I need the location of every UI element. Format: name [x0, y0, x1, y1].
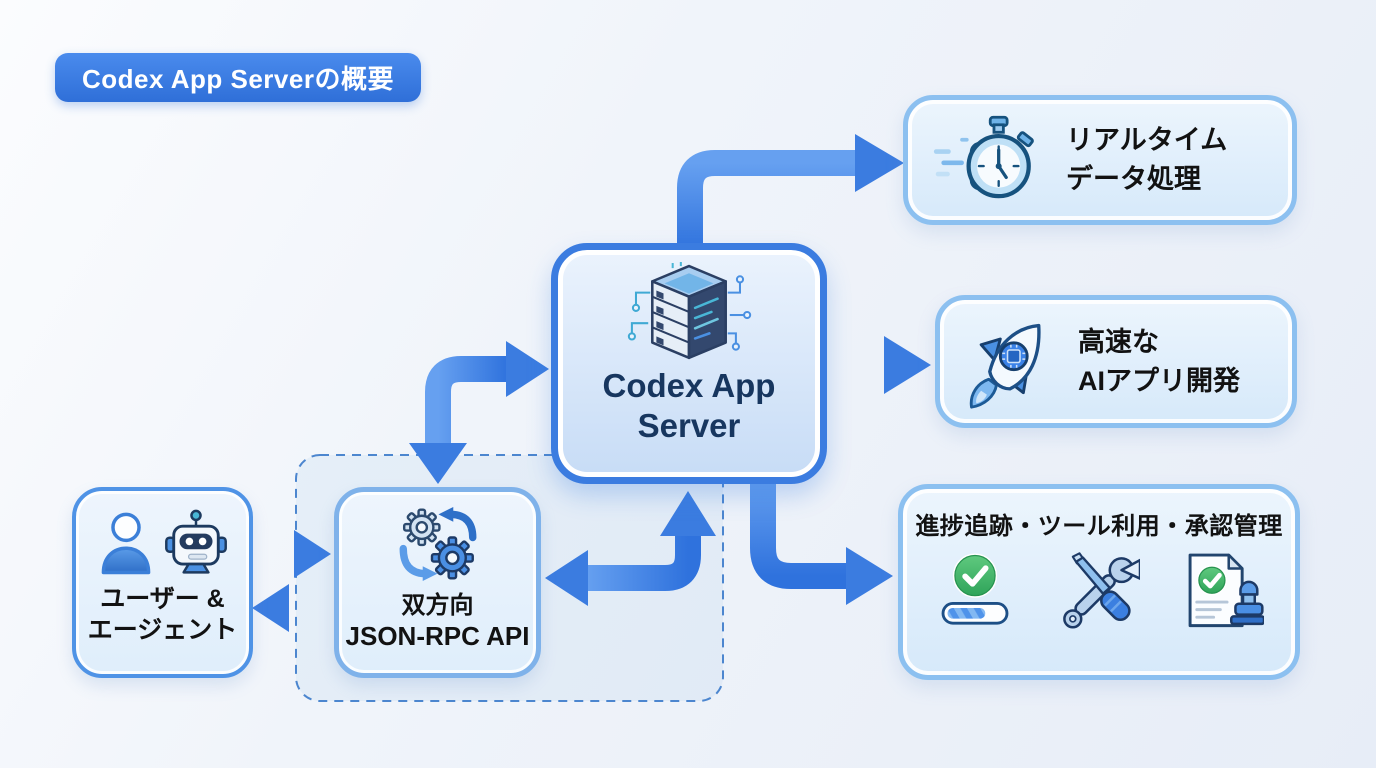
- arrow-server-to-fastdev: [822, 336, 931, 394]
- node-progress-tools-approval: 進捗追跡・ツール利用・承認管理: [898, 484, 1300, 680]
- diagram-title-badge: Codex App Serverの概要: [55, 53, 421, 102]
- arrow-jsonrpc-to-user: [252, 584, 334, 632]
- tools-icon: [1063, 552, 1140, 629]
- node-user-agent: ユーザー & エージェント: [72, 487, 253, 678]
- approval-stamp-icon: [1188, 553, 1264, 628]
- gears-sync-icon: [399, 506, 476, 582]
- robot-icon: [164, 509, 227, 574]
- node-fast-ai-dev: 高速な AIアプリ開発: [935, 295, 1297, 428]
- arrow-server-to-tracking: [750, 478, 893, 605]
- rocket-chip-icon: [969, 323, 1041, 409]
- realtime-label-line1: リアルタイム: [1066, 125, 1228, 155]
- fastdev-label-line1: 高速な: [1078, 326, 1159, 357]
- fastdev-label-line2: AIアプリ開発: [1078, 365, 1240, 396]
- node-jsonrpc-api: 双方向 JSON-RPC API: [334, 487, 541, 678]
- arrow-jsonrpc-server-left: [409, 341, 549, 484]
- user-label-line2: エージェント: [87, 616, 238, 644]
- node-codex-app-server: Codex App Server: [551, 243, 827, 484]
- server-label-line2: Server: [637, 407, 741, 444]
- progress-check-icon: [941, 553, 1009, 625]
- arrow-jsonrpc-server-right: [545, 491, 716, 606]
- realtime-label-line2: データ処理: [1066, 164, 1201, 194]
- jsonrpc-label-line1: 双方向: [401, 592, 474, 619]
- diagram-title: Codex App Serverの概要: [82, 64, 394, 94]
- tracking-title: 進捗追跡・ツール利用・承認管理: [915, 513, 1283, 540]
- node-realtime-processing: リアルタイム データ処理: [903, 95, 1297, 225]
- arrow-server-to-realtime: [677, 134, 904, 252]
- server-rack-icon: [627, 262, 752, 360]
- stopwatch-icon: [933, 115, 1034, 199]
- arrow-user-to-jsonrpc: [250, 530, 331, 578]
- server-label-line1: Codex App: [602, 367, 776, 404]
- jsonrpc-label-line2: JSON-RPC API: [345, 621, 530, 651]
- user-label-line1: ユーザー &: [100, 585, 225, 613]
- person-icon: [101, 512, 150, 575]
